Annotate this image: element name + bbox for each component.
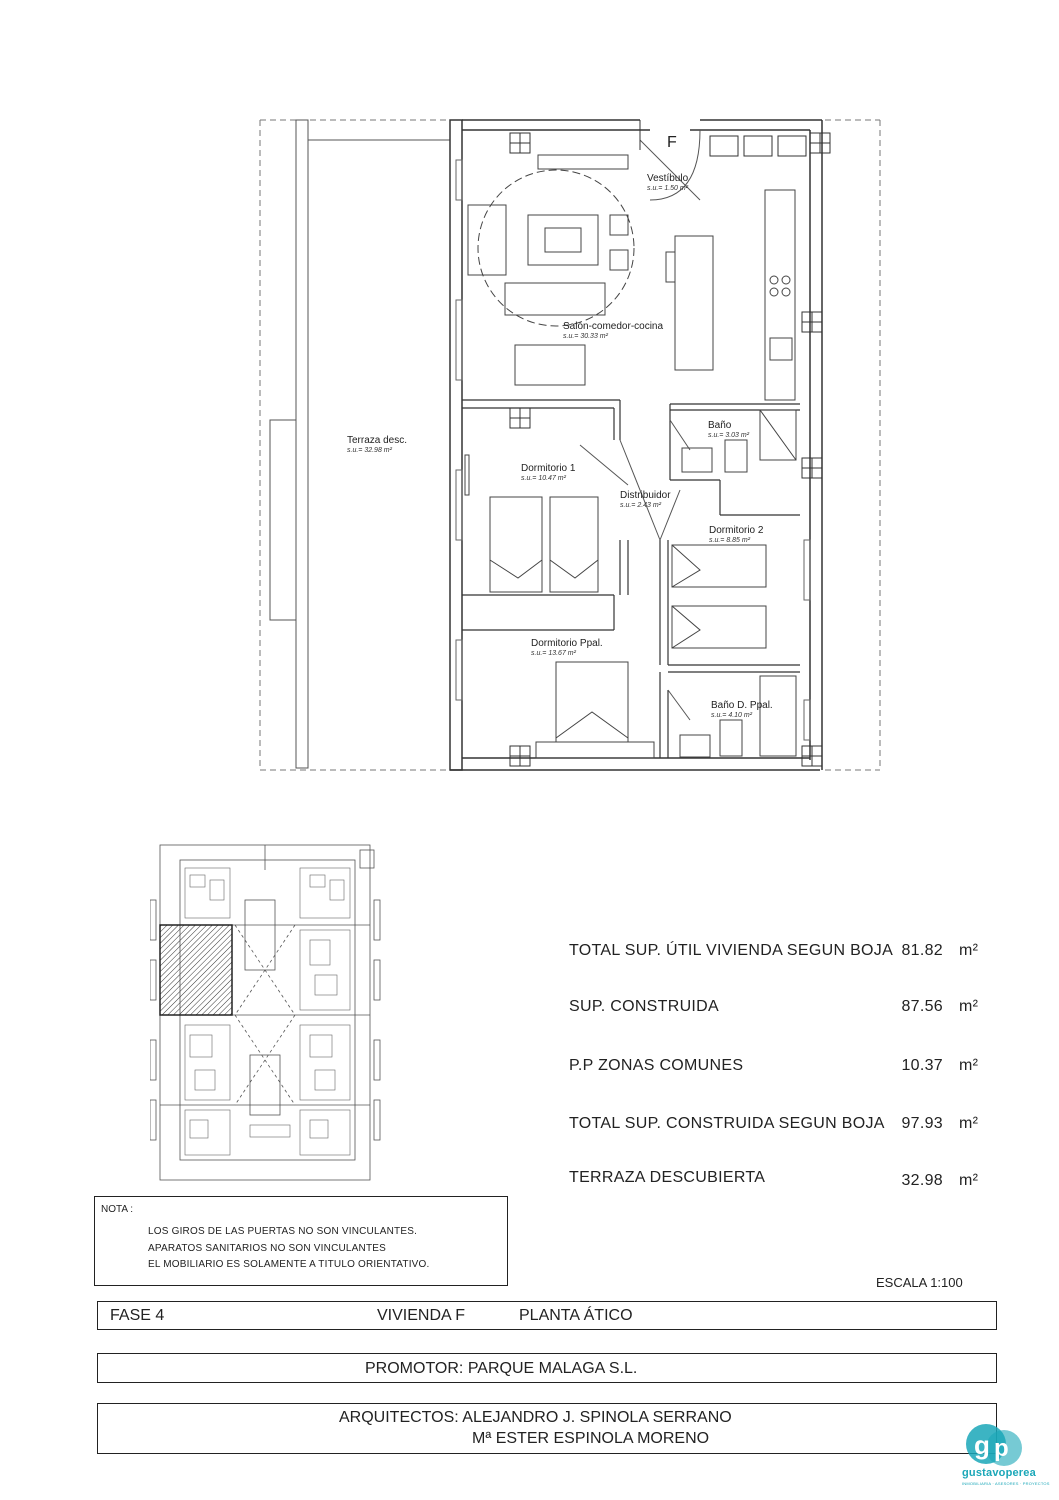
floor-plan: F Vestíbulo s.u.= 1.50 m² Salón-comedor-… xyxy=(259,119,881,771)
room-area-salon: s.u.= 30.33 m² xyxy=(563,333,609,340)
scale-label: ESCALA 1:100 xyxy=(876,1275,963,1290)
surface-unit: m² xyxy=(959,1057,979,1074)
room-name-vestibulo: Vestíbulo xyxy=(647,173,689,184)
room-name-salon: Salón-comedor-cocina xyxy=(563,321,663,332)
surface-unit: m² xyxy=(959,942,979,959)
surface-unit: m² xyxy=(959,1172,979,1189)
room-area-dormitorio1: s.u.= 10.47 m² xyxy=(521,475,567,482)
surface-label: P.P ZONAS COMUNES xyxy=(569,1057,744,1074)
ventilation-shafts xyxy=(509,132,831,767)
unit-label: VIVIENDA F xyxy=(377,1307,466,1324)
key-plan xyxy=(150,844,381,1181)
room-area-vestibulo: s.u.= 1.50 m² xyxy=(647,185,689,192)
logo-tagline: INMOBILIARIA · ASESORES · PROYECTOS xyxy=(962,1481,1050,1486)
phase-label: FASE 4 xyxy=(110,1307,165,1324)
surface-value: 97.93 xyxy=(901,1115,943,1132)
note-line: EL MOBILIARIO ES SOLAMENTE A TITULO ORIE… xyxy=(148,1259,430,1270)
room-name-bano-ppal: Baño D. Ppal. xyxy=(711,700,773,711)
windows xyxy=(455,159,811,741)
surface-row: P.P ZONAS COMUNES 10.37 m² xyxy=(569,1057,999,1081)
surface-value: 10.37 xyxy=(901,1057,943,1074)
surface-label: TOTAL SUP. ÚTIL VIVIENDA SEGUN BOJA xyxy=(569,942,894,959)
unit-letter: F xyxy=(667,134,677,151)
surface-value: 32.98 xyxy=(901,1172,943,1189)
floor-label: PLANTA ÁTICO xyxy=(519,1307,633,1324)
door-swings xyxy=(579,129,701,721)
gustavoperea-logo: g p xyxy=(966,1424,1022,1466)
bedroom-furniture xyxy=(464,454,767,759)
room-area-dormitorio-ppal: s.u.= 13.67 m² xyxy=(531,650,577,657)
room-name-distribuidor: Distribuidor xyxy=(620,490,671,501)
room-area-bano-ppal: s.u.= 4.10 m² xyxy=(711,712,753,719)
note-title: NOTA : xyxy=(101,1204,134,1215)
room-area-dormitorio2: s.u.= 8.85 m² xyxy=(709,537,751,544)
interior-walls xyxy=(462,399,800,758)
room-area-terraza: s.u.= 32.98 m² xyxy=(347,447,393,454)
promotor-label: PROMOTOR: PARQUE MALAGA S.L. xyxy=(365,1360,638,1377)
room-labels: Vestíbulo s.u.= 1.50 m² Salón-comedor-co… xyxy=(347,173,773,719)
surface-row: SUP. CONSTRUIDA 87.56 m² xyxy=(569,998,999,1022)
svg-text:g: g xyxy=(974,1430,990,1460)
architects-line-1: ARQUITECTOS: ALEJANDRO J. SPINOLA SERRAN… xyxy=(339,1409,732,1426)
room-area-bano: s.u.= 3.03 m² xyxy=(708,432,750,439)
room-name-bano: Baño xyxy=(708,420,732,431)
surface-unit: m² xyxy=(959,998,979,1015)
surface-label: TERRAZA DESCUBIERTA xyxy=(569,1169,766,1186)
surface-unit: m² xyxy=(959,1115,979,1132)
note-line: LOS GIROS DE LAS PUERTAS NO SON VINCULAN… xyxy=(148,1226,418,1237)
surface-value: 81.82 xyxy=(901,942,943,959)
bathroom-fixtures xyxy=(679,409,797,758)
terrace-railing xyxy=(269,119,450,769)
title-band-promotor: PROMOTOR: PARQUE MALAGA S.L. xyxy=(97,1353,997,1383)
architects-line-2: Mª ESTER ESPINOLA MORENO xyxy=(472,1430,710,1447)
dashed-boundary xyxy=(259,119,881,771)
room-name-dormitorio2: Dormitorio 2 xyxy=(709,525,764,536)
note-box: NOTA : LOS GIROS DE LAS PUERTAS NO SON V… xyxy=(94,1196,508,1286)
surface-row: TOTAL SUP. CONSTRUIDA SEGUN BOJA 97.93 m… xyxy=(569,1115,999,1139)
surface-label: TOTAL SUP. CONSTRUIDA SEGUN BOJA xyxy=(569,1115,885,1132)
svg-text:p: p xyxy=(994,1435,1009,1462)
room-name-terraza: Terraza desc. xyxy=(347,435,407,446)
room-name-dormitorio-ppal: Dormitorio Ppal. xyxy=(531,638,603,649)
logo-brand-text: gustavoperea xyxy=(962,1467,1036,1479)
surface-row: TERRAZA DESCUBIERTA 32.98 m² xyxy=(569,1169,999,1193)
title-band-phase: FASE 4 VIVIENDA F PLANTA ÁTICO xyxy=(97,1301,997,1330)
unit-location-highlight xyxy=(159,924,233,1016)
room-area-distribuidor: s.u.= 2.43 m² xyxy=(620,502,662,509)
surface-label: SUP. CONSTRUIDA xyxy=(569,998,720,1015)
note-line: APARATOS SANITARIOS NO SON VINCULANTES xyxy=(148,1243,387,1254)
room-name-dormitorio1: Dormitorio 1 xyxy=(521,463,576,474)
title-band-architects: ARQUITECTOS: ALEJANDRO J. SPINOLA SERRAN… xyxy=(97,1403,997,1454)
surface-value: 87.56 xyxy=(901,998,943,1015)
surface-row: TOTAL SUP. ÚTIL VIVIENDA SEGUN BOJA 81.8… xyxy=(569,942,999,966)
living-furniture xyxy=(467,154,796,401)
